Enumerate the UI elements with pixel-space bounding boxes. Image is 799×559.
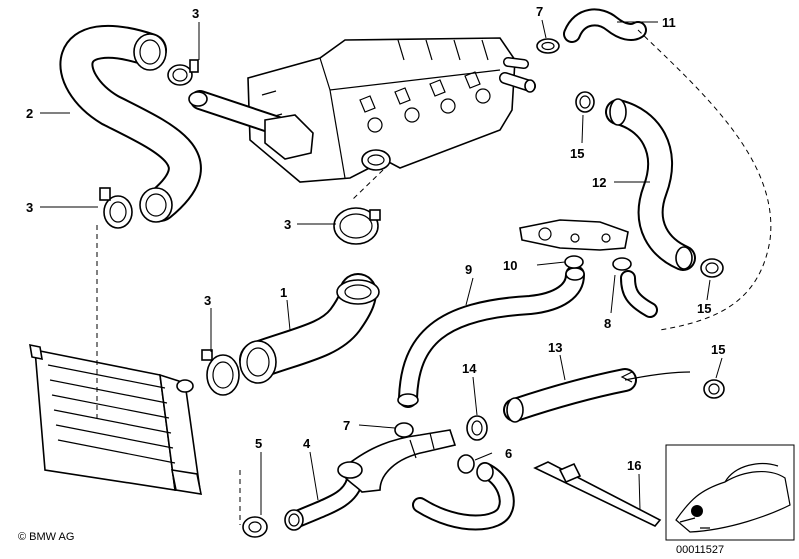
hose-8	[620, 270, 658, 318]
callout-3-left: 3	[26, 200, 33, 215]
hose-13	[503, 368, 691, 423]
callout-14: 14	[462, 361, 477, 376]
clamp-6	[457, 454, 475, 474]
leader-lines	[40, 19, 723, 515]
callout-16: 16	[627, 458, 641, 473]
clamp-3-middle	[333, 207, 381, 245]
callout-12: 12	[592, 175, 606, 190]
callout-1: 1	[280, 285, 287, 300]
callout-13: 13	[548, 340, 562, 355]
callout-15-lower: 15	[711, 342, 725, 357]
callout-11: 11	[662, 15, 676, 30]
copyright-text: © BMW AG	[18, 531, 74, 543]
hose-9	[397, 265, 585, 408]
clamp-3-lower	[201, 349, 240, 396]
clamp-8	[612, 257, 632, 271]
clamp-3-top	[167, 59, 199, 86]
clamp-15-lower	[703, 379, 725, 399]
head-fittings	[499, 57, 536, 93]
callout-2: 2	[26, 106, 33, 121]
vehicle-location-inset	[665, 444, 795, 541]
callout-7-top: 7	[536, 4, 543, 19]
hose-6-end	[412, 462, 515, 531]
callout-3-lower: 3	[204, 293, 211, 308]
hose-1	[239, 273, 380, 384]
clamp-7-lower	[394, 422, 414, 438]
clamp-7-top	[536, 38, 560, 54]
radiator	[29, 343, 203, 495]
hose-12	[605, 98, 696, 271]
thermostat-pipe	[188, 90, 314, 160]
cable-tie-16	[533, 461, 662, 527]
callout-10: 10	[503, 258, 517, 273]
callout-labels: 3 2 3 3 3 1 5 4 7 6 7 11 15 12 10 8 9 15…	[26, 4, 725, 473]
callout-5: 5	[255, 436, 262, 451]
clamp-5	[242, 516, 268, 538]
cylinder-head	[247, 37, 516, 183]
clamp-10	[564, 255, 584, 269]
clamp-15-upper	[575, 91, 595, 113]
clamp-15-right	[700, 258, 724, 278]
callout-9: 9	[465, 262, 472, 277]
pipe-6	[337, 429, 457, 493]
hose-11	[563, 8, 772, 331]
image-number: 00011527	[676, 544, 724, 556]
callout-3-middle: 3	[284, 217, 291, 232]
callout-7-lower: 7	[343, 418, 350, 433]
hose-4	[284, 471, 364, 531]
clamp-3-left	[99, 187, 133, 229]
flange-plate	[519, 219, 629, 251]
callout-8: 8	[604, 316, 611, 331]
callout-6: 6	[505, 446, 512, 461]
callout-15-right: 15	[697, 301, 711, 316]
hose-2	[59, 24, 202, 223]
reference-lines	[96, 169, 384, 525]
clamp-14	[466, 415, 488, 441]
callout-4: 4	[303, 436, 311, 451]
callout-3-top: 3	[192, 6, 199, 21]
callout-15-upper: 15	[570, 146, 584, 161]
